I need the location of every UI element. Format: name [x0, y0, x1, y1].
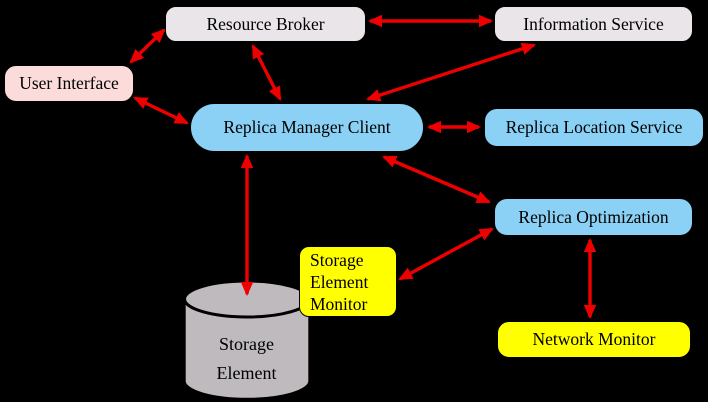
node-replica-location-service-label: Replica Location Service	[505, 117, 683, 137]
node-information-service-label: Information Service	[523, 13, 664, 34]
node-replica-optimization-label: Replica Optimization	[518, 206, 669, 227]
node-user-interface-label: User Interface	[19, 73, 119, 93]
node-resource-broker: Resource Broker	[165, 6, 366, 42]
edge-replica-optimization-storage-element-monitor	[398, 227, 494, 281]
node-storage-element-label: Storage Element	[216, 334, 277, 383]
edge-resource-broker-replica-manager-client	[251, 44, 282, 101]
node-replica-optimization: Replica Optimization	[494, 198, 693, 236]
node-storage-element-monitor: Storage Element Monitor	[299, 246, 397, 317]
edge-user-interface-resource-broker	[129, 28, 166, 64]
edges	[129, 14, 597, 320]
node-user-interface: User Interface	[4, 65, 134, 102]
node-storage-element-monitor-label: Storage Element Monitor	[310, 250, 369, 314]
edge-replica-manager-client-information-service	[365, 42, 537, 102]
edge-replica-manager-client-replica-optimization	[382, 155, 491, 204]
node-replica-manager-client-label: Replica Manager Client	[223, 117, 391, 137]
node-replica-manager-client: Replica Manager Client	[190, 103, 424, 152]
node-resource-broker-label: Resource Broker	[206, 13, 325, 34]
node-replica-location-service: Replica Location Service	[484, 108, 704, 147]
node-network-monitor: Network Monitor	[497, 321, 691, 358]
edge-user-interface-replica-manager-client	[133, 96, 189, 125]
node-information-service: Information Service	[494, 6, 693, 42]
node-network-monitor-label: Network Monitor	[532, 329, 656, 349]
